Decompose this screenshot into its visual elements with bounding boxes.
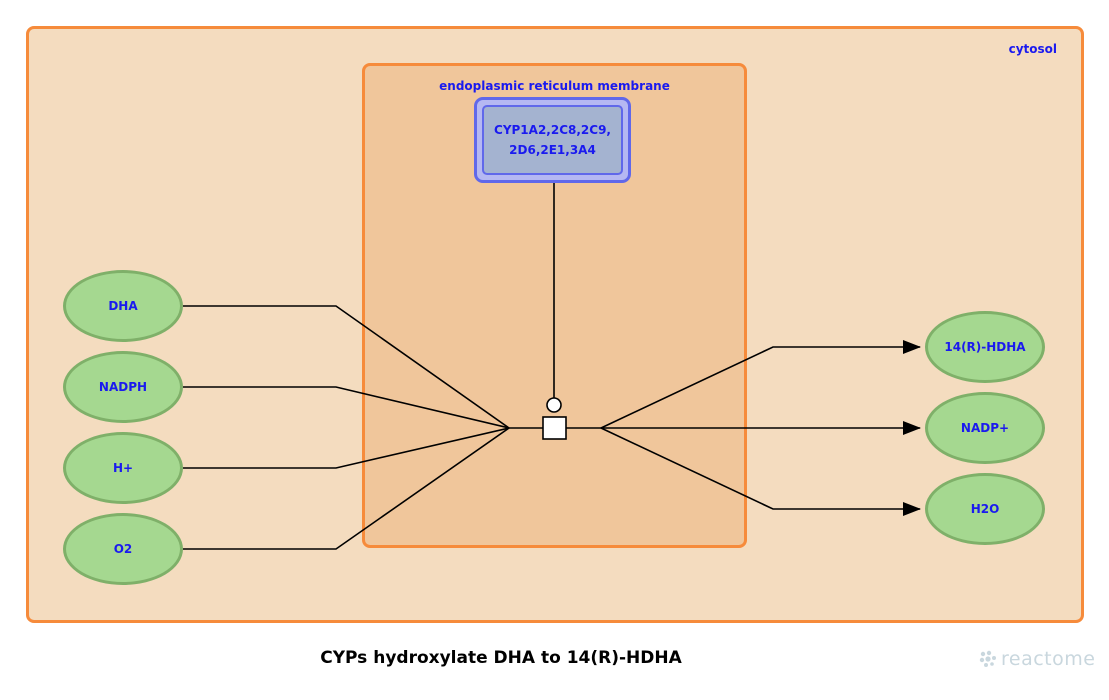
- cyp-complex-label-line1: CYP1A2,2C8,2C9,: [494, 123, 611, 137]
- output-edge-14r-hdha: [600, 340, 921, 429]
- input-entity-label: H+: [112, 461, 134, 475]
- catalysis-marker: [546, 397, 562, 413]
- reactome-logo-icon: [979, 650, 996, 667]
- output-entity-nadp[interactable]: NADP+: [925, 392, 1045, 464]
- input-entity-dha[interactable]: DHA: [63, 270, 183, 342]
- input-entity-label: DHA: [108, 299, 138, 313]
- input-entity-o2[interactable]: O2: [63, 513, 183, 585]
- reactome-logo: reactome: [978, 648, 1095, 670]
- cytosol-label: cytosol: [1008, 42, 1057, 56]
- input-edge-nadph: [183, 386, 510, 429]
- input-entity-label: O2: [113, 542, 133, 556]
- output-entity-label: H2O: [970, 502, 1000, 516]
- output-entity-label: NADP+: [960, 421, 1010, 435]
- cyp-complex-label-line2: 2D6,2E1,3A4: [509, 143, 596, 157]
- input-edge-h: [183, 427, 510, 469]
- diagram-title: CYPs hydroxylate DHA to 14(R)-HDHA: [320, 648, 682, 668]
- input-entity-h[interactable]: H+: [63, 432, 183, 504]
- reactome-logo-text: reactome: [1001, 648, 1096, 670]
- cyp-complex-label: CYP1A2,2C8,2C9, 2D6,2E1,3A4: [494, 120, 611, 160]
- output-edge-h2o: [600, 427, 921, 516]
- output-entity-h2o[interactable]: H2O: [925, 473, 1045, 545]
- er-membrane-label: endoplasmic reticulum membrane: [439, 79, 670, 93]
- cyp-complex[interactable]: CYP1A2,2C8,2C9, 2D6,2E1,3A4: [474, 97, 631, 183]
- output-entity-label: 14(R)-HDHA: [944, 340, 1026, 354]
- input-edge-o2: [183, 427, 510, 550]
- input-entity-label: NADPH: [98, 380, 148, 394]
- input-edge-dha: [183, 305, 510, 429]
- reaction-node: [542, 416, 567, 440]
- cyp-complex-inner: CYP1A2,2C8,2C9, 2D6,2E1,3A4: [482, 105, 623, 175]
- input-entity-nadph[interactable]: NADPH: [63, 351, 183, 423]
- output-entity-14r-hdha[interactable]: 14(R)-HDHA: [925, 311, 1045, 383]
